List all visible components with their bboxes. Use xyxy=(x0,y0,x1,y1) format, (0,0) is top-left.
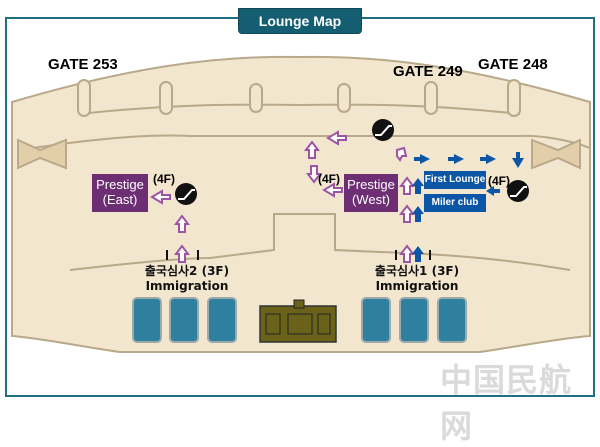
security-lanes-left xyxy=(132,297,237,343)
miler-club-floor: (4F) xyxy=(488,174,510,188)
immigration-1-label: 출국심사1 (3F) Immigration xyxy=(362,264,472,294)
central-facility xyxy=(259,299,337,343)
gate-pier-4 xyxy=(337,83,351,113)
east-wing xyxy=(531,138,581,170)
prestige-east-lounge[interactable]: Prestige (East) xyxy=(92,174,148,212)
prestige-east-subtitle: (East) xyxy=(102,192,138,207)
first-lounge[interactable]: First Lounge xyxy=(424,171,486,189)
inner-curve-top xyxy=(79,103,521,115)
gate-pier-5 xyxy=(424,81,438,115)
inner-curve-bottom xyxy=(19,134,591,151)
prestige-west-name: Prestige xyxy=(347,177,395,192)
prestige-east-name: Prestige xyxy=(96,177,144,192)
prestige-west-floor: (4F) xyxy=(318,172,340,186)
gate-pier-6 xyxy=(507,79,521,117)
gate-label-248: GATE 248 xyxy=(478,56,548,73)
prestige-west-lounge[interactable]: Prestige (West) xyxy=(344,174,398,212)
blue-route-arrow-icon xyxy=(412,152,524,262)
checkpoint-marks xyxy=(166,250,431,260)
gate-label-253: GATE 253 xyxy=(48,56,118,73)
gate-pier-2 xyxy=(159,81,173,115)
escalator-icon xyxy=(507,180,529,202)
gate-pier-1 xyxy=(77,79,91,117)
immigration-2-korean: 출국심사2 (3F) xyxy=(144,264,230,278)
purple-route-arrow-icon xyxy=(150,130,415,263)
west-wing xyxy=(17,138,67,170)
prestige-east-floor: (4F) xyxy=(153,172,175,186)
prestige-west-subtitle: (West) xyxy=(351,192,391,207)
map-title: Lounge Map xyxy=(238,8,362,34)
escalator-icon xyxy=(372,119,394,141)
gate-label-249: GATE 249 xyxy=(393,63,463,80)
immigration-1-korean: 출국심사1 (3F) xyxy=(374,264,460,278)
immigration-2-english: Immigration xyxy=(145,279,229,293)
lounge-map: Lounge Map GATE 253 GATE 249 GATE 248 Pr… xyxy=(5,8,595,445)
terminal-floorplan xyxy=(5,17,595,397)
immigration-2-label: 출국심사2 (3F) Immigration xyxy=(132,264,242,294)
immigration-partition xyxy=(69,213,571,271)
security-lanes-right xyxy=(361,297,467,343)
watermark-text: 中国民航网 xyxy=(440,361,573,445)
immigration-1-english: Immigration xyxy=(375,279,459,293)
escalator-icon xyxy=(175,183,197,205)
gate-pier-3 xyxy=(249,83,263,113)
miler-club-lounge[interactable]: Miler club xyxy=(424,194,486,212)
